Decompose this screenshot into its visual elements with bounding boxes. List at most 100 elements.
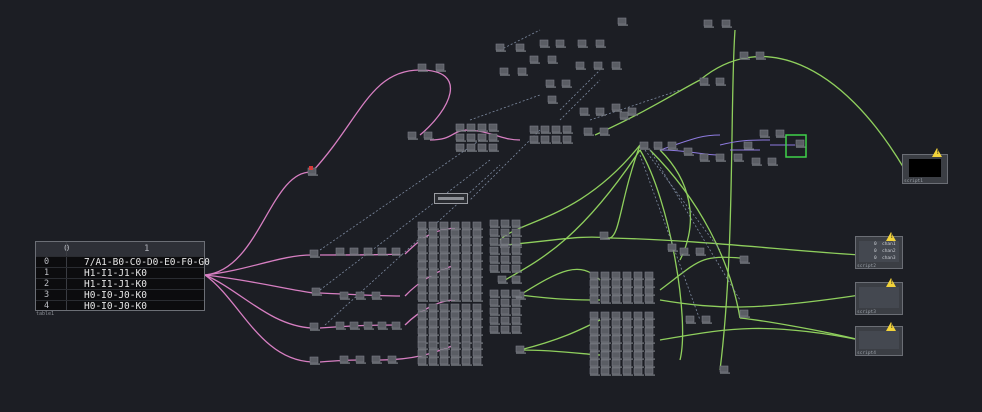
operator-node[interactable]: [428, 319, 439, 328]
operator-node[interactable]: [428, 285, 439, 294]
operator-node[interactable]: [371, 291, 382, 300]
operator-node[interactable]: [417, 293, 428, 302]
operator-node[interactable]: [417, 357, 428, 366]
operator-node[interactable]: [619, 111, 630, 120]
operator-node[interactable]: [611, 319, 622, 328]
operator-node[interactable]: [461, 311, 472, 320]
operator-node[interactable]: [575, 61, 586, 70]
operator-node[interactable]: [611, 359, 622, 368]
operator-node[interactable]: [600, 351, 611, 360]
operator-node[interactable]: [644, 351, 655, 360]
operator-node[interactable]: [428, 293, 439, 302]
operator-node[interactable]: [759, 129, 770, 138]
operator-node[interactable]: [417, 349, 428, 358]
operator-node[interactable]: [644, 343, 655, 352]
operator-node[interactable]: [423, 131, 434, 140]
operator-node[interactable]: [311, 287, 322, 296]
operator-node[interactable]: [489, 237, 500, 246]
operator-node[interactable]: [593, 61, 604, 70]
operator-node[interactable]: [455, 123, 466, 132]
operator-node[interactable]: [679, 247, 690, 256]
operator-node[interactable]: [633, 335, 644, 344]
operator-node[interactable]: [600, 343, 611, 352]
operator-node[interactable]: [461, 303, 472, 312]
operator-node[interactable]: [622, 359, 633, 368]
operator-node[interactable]: [511, 298, 522, 307]
operator-node[interactable]: [439, 245, 450, 254]
operator-node[interactable]: [472, 285, 483, 294]
operator-node[interactable]: [439, 357, 450, 366]
operator-node[interactable]: [387, 355, 398, 364]
operator-node[interactable]: [622, 351, 633, 360]
operator-node[interactable]: [633, 279, 644, 288]
operator-node[interactable]: [488, 123, 499, 132]
operator-node[interactable]: [472, 221, 483, 230]
operator-node[interactable]: [611, 279, 622, 288]
operator-node[interactable]: [407, 131, 418, 140]
operator-node[interactable]: [417, 245, 428, 254]
operator-node[interactable]: [529, 55, 540, 64]
operator-node[interactable]: [739, 255, 750, 264]
operator-node[interactable]: [611, 287, 622, 296]
operator-node[interactable]: [622, 311, 633, 320]
operator-node[interactable]: [622, 279, 633, 288]
operator-node[interactable]: [349, 321, 360, 330]
operator-node[interactable]: [417, 311, 428, 320]
operator-node[interactable]: [391, 247, 402, 256]
operator-node[interactable]: [472, 253, 483, 262]
operator-node[interactable]: [461, 327, 472, 336]
operator-node[interactable]: [622, 287, 633, 296]
operator-node[interactable]: [488, 133, 499, 142]
operator-node[interactable]: [439, 285, 450, 294]
operator-node[interactable]: [589, 335, 600, 344]
operator-node[interactable]: [489, 316, 500, 325]
operator-node[interactable]: [466, 123, 477, 132]
operator-node[interactable]: [633, 271, 644, 280]
operator-node[interactable]: [633, 351, 644, 360]
operator-node[interactable]: [461, 237, 472, 246]
operator-node[interactable]: [633, 287, 644, 296]
operator-node[interactable]: [472, 245, 483, 254]
operator-node[interactable]: [439, 311, 450, 320]
operator-node[interactable]: [461, 261, 472, 270]
operator-node[interactable]: [335, 321, 346, 330]
operator-node[interactable]: [644, 295, 655, 304]
operator-node[interactable]: [488, 143, 499, 152]
operator-node[interactable]: [703, 19, 714, 28]
operator-node[interactable]: [455, 133, 466, 142]
operator-node[interactable]: [439, 269, 450, 278]
operator-node[interactable]: [644, 319, 655, 328]
operator-node[interactable]: [562, 135, 573, 144]
operator-node[interactable]: [428, 229, 439, 238]
operator-node[interactable]: [489, 246, 500, 255]
operator-node[interactable]: [450, 269, 461, 278]
operator-node[interactable]: [477, 133, 488, 142]
operator-node[interactable]: [701, 315, 712, 324]
operator-node[interactable]: [500, 255, 511, 264]
operator-node[interactable]: [551, 125, 562, 134]
operator-node[interactable]: [562, 125, 573, 134]
operator-node[interactable]: [627, 107, 638, 116]
operator-node[interactable]: [450, 229, 461, 238]
chop-viewer-script2[interactable]: 0 chan1 0 chan2 0 chan3 script2: [855, 236, 903, 269]
operator-node[interactable]: [461, 253, 472, 262]
operator-node[interactable]: [622, 319, 633, 328]
operator-node[interactable]: [472, 229, 483, 238]
operator-node[interactable]: [500, 264, 511, 273]
operator-node[interactable]: [439, 303, 450, 312]
operator-node[interactable]: [500, 246, 511, 255]
operator-node[interactable]: [644, 287, 655, 296]
operator-node[interactable]: [417, 253, 428, 262]
operator-node[interactable]: [450, 319, 461, 328]
operator-node[interactable]: [511, 255, 522, 264]
operator-node[interactable]: [611, 327, 622, 336]
operator-node[interactable]: [417, 63, 428, 72]
operator-node[interactable]: [500, 325, 511, 334]
operator-node[interactable]: [363, 247, 374, 256]
operator-node[interactable]: [639, 141, 650, 150]
operator-node[interactable]: [417, 261, 428, 270]
operator-node[interactable]: [472, 269, 483, 278]
